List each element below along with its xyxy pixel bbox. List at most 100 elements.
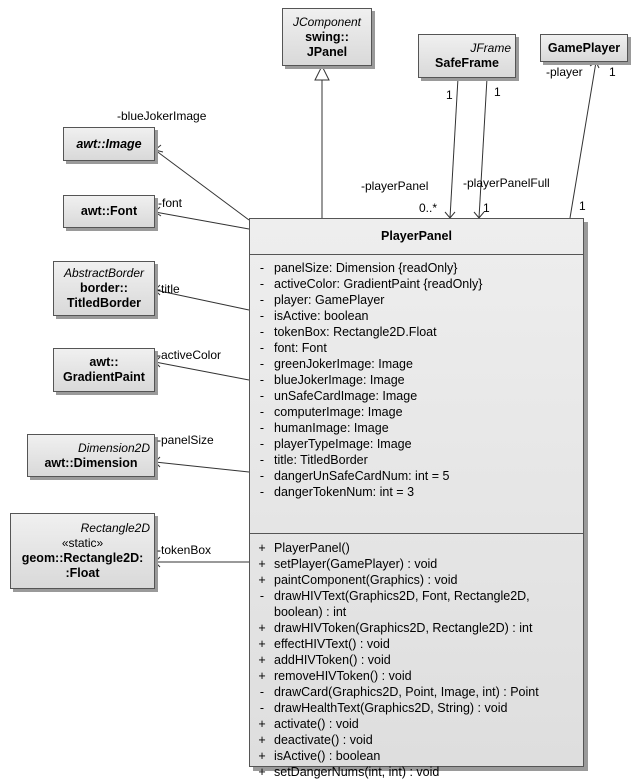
visibility-marker: - bbox=[259, 389, 265, 403]
attribute-row-text: dangerUnSafeCardNum: int = 5 bbox=[274, 469, 450, 483]
operation-row[interactable]: +addHIVToken() : void bbox=[250, 652, 583, 668]
visibility-marker: - bbox=[259, 453, 265, 467]
visibility-marker: + bbox=[258, 637, 266, 651]
class-awt-image[interactable]: awt::Image bbox=[63, 127, 155, 161]
label-tokenbox: -tokenBox bbox=[157, 543, 212, 557]
label-font: -font bbox=[158, 196, 183, 210]
class-name-line1: border:: bbox=[80, 281, 128, 295]
operation-row[interactable]: +effectHIVText() : void bbox=[250, 636, 583, 652]
label-player: -player bbox=[546, 65, 583, 79]
attribute-row-text: isActive: boolean bbox=[274, 309, 369, 323]
class-awt-font[interactable]: awt::Font bbox=[63, 195, 155, 228]
operation-row[interactable]: +removeHIVToken() : void bbox=[250, 668, 583, 684]
attribute-row[interactable]: -greenJokerImage: Image bbox=[250, 356, 583, 372]
stereotype-label: JComponent bbox=[292, 14, 362, 29]
operation-row[interactable]: +setPlayer(GamePlayer) : void bbox=[250, 556, 583, 572]
class-titledborder[interactable]: AbstractBorder border:: TitledBorder bbox=[53, 261, 155, 316]
attribute-row[interactable]: -dangerTokenNum: int = 3 bbox=[250, 484, 583, 500]
stereotype-label: Rectangle2D bbox=[80, 521, 150, 535]
class-jpanel[interactable]: JComponent swing:: JPanel bbox=[282, 8, 372, 66]
class-name-line1: geom::Rectangle2D: bbox=[21, 551, 144, 565]
class-rectangle2d-float[interactable]: Rectangle2D «static» geom::Rectangle2D: … bbox=[10, 513, 155, 589]
attribute-row[interactable]: -activeColor: GradientPaint {readOnly} bbox=[250, 276, 583, 292]
multiplicity-safeframe-1: 1 bbox=[446, 88, 453, 102]
operations-compartment: +PlayerPanel()+setPlayer(GamePlayer) : v… bbox=[250, 534, 583, 780]
visibility-marker: - bbox=[259, 293, 265, 307]
operation-row-text: setPlayer(GamePlayer) : void bbox=[274, 557, 438, 571]
multiplicity-gameplayer-1: 1 bbox=[609, 65, 616, 79]
class-gradientpaint[interactable]: awt:: GradientPaint bbox=[53, 348, 155, 392]
assoc-bluejokerimage-line bbox=[154, 149, 250, 221]
class-name-line2: JPanel bbox=[306, 44, 348, 59]
operation-row[interactable]: + PlayerPanel() bbox=[250, 540, 583, 556]
attribute-row-text: greenJokerImage: Image bbox=[274, 357, 413, 371]
operation-row-text: isActive() : boolean bbox=[274, 749, 381, 763]
attribute-row[interactable]: -panelSize: Dimension {readOnly} bbox=[250, 260, 583, 276]
assoc-activecolor-line bbox=[154, 361, 250, 381]
attribute-row[interactable]: -blueJokerImage: Image bbox=[250, 372, 583, 388]
operation-row[interactable]: +drawHIVToken(Graphics2D, Rectangle2D) :… bbox=[250, 620, 583, 636]
operation-row-text: activate() : void bbox=[274, 717, 359, 731]
operation-row[interactable]: + deactivate() : void bbox=[250, 732, 583, 748]
assoc-playerpanel-line bbox=[449, 77, 459, 219]
visibility-marker: + bbox=[258, 749, 266, 763]
class-safeframe[interactable]: JFrame SafeFrame bbox=[418, 34, 516, 78]
stereotype-label: AbstractBorder bbox=[63, 266, 145, 280]
visibility-marker: - bbox=[259, 309, 265, 323]
operation-row[interactable]: -drawHealthText(Graphics2D, String) : vo… bbox=[250, 700, 583, 716]
visibility-marker: + bbox=[258, 765, 266, 779]
attribute-row[interactable]: -playerTypeImage: Image bbox=[250, 436, 583, 452]
multiplicity-playerpanel-1: 1 bbox=[483, 201, 490, 215]
operation-row[interactable]: + isActive() : boolean bbox=[250, 748, 583, 764]
attribute-row[interactable]: -tokenBox: Rectangle2D.Float bbox=[250, 324, 583, 340]
attribute-row-text: title: TitledBorder bbox=[274, 453, 368, 467]
attribute-row[interactable]: -dangerUnSafeCardNum: int = 5 bbox=[250, 468, 583, 484]
operation-row-text: drawHealthText(Graphics2D, String) : voi… bbox=[274, 701, 508, 715]
label-panelsize: -panelSize bbox=[157, 433, 214, 447]
attribute-row[interactable]: -unSafeCardImage: Image bbox=[250, 388, 583, 404]
class-name-line1: swing:: bbox=[305, 29, 349, 44]
class-name: SafeFrame bbox=[435, 56, 499, 70]
operation-row[interactable]: -drawCard(Graphics2D, Point, Image, int)… bbox=[250, 684, 583, 700]
visibility-marker: + bbox=[258, 541, 266, 555]
class-playerpanel[interactable]: PlayerPanel -panelSize: Dimension {readO… bbox=[249, 218, 584, 779]
attribute-row[interactable]: -title: TitledBorder bbox=[250, 452, 583, 468]
visibility-marker: + bbox=[258, 653, 266, 667]
operation-row[interactable]: +paintComponent(Graphics) : void bbox=[250, 572, 583, 588]
class-name-line1: awt:: bbox=[89, 355, 119, 369]
visibility-marker: + bbox=[258, 717, 266, 731]
label-playerpanelfull: -playerPanelFull bbox=[463, 176, 550, 190]
operation-row[interactable]: +setDangerNums(int, int) : void bbox=[250, 764, 583, 780]
attribute-row[interactable]: -player: GamePlayer bbox=[250, 292, 583, 308]
attribute-row-text: activeColor: GradientPaint {readOnly} bbox=[274, 277, 483, 291]
class-name: awt::Font bbox=[80, 204, 138, 218]
attribute-row-text: dangerTokenNum: int = 3 bbox=[274, 485, 415, 499]
class-gameplayer[interactable]: GamePlayer bbox=[540, 34, 628, 62]
visibility-marker: - bbox=[259, 277, 265, 291]
operation-row-text: deactivate() : void bbox=[274, 733, 373, 747]
visibility-marker: - bbox=[259, 357, 265, 371]
operation-row-text: PlayerPanel() bbox=[274, 541, 350, 555]
operation-row[interactable]: + activate() : void bbox=[250, 716, 583, 732]
operation-row-text: drawHIVToken(Graphics2D, Rectangle2D) : … bbox=[274, 621, 533, 635]
attribute-row[interactable]: -isActive: boolean bbox=[250, 308, 583, 324]
attribute-row-text: blueJokerImage: Image bbox=[274, 373, 405, 387]
visibility-marker: - bbox=[259, 589, 265, 603]
assoc-player-line bbox=[569, 61, 597, 219]
assoc-playerpanelfull-line bbox=[478, 77, 488, 219]
visibility-marker: - bbox=[259, 701, 265, 715]
assoc-font-line bbox=[154, 211, 250, 230]
multiplicity-many: 0..* bbox=[419, 201, 438, 215]
visibility-marker: - bbox=[259, 437, 265, 451]
class-awt-dimension[interactable]: Dimension2D awt::Dimension bbox=[27, 434, 155, 477]
attribute-row[interactable]: -humanImage: Image bbox=[250, 420, 583, 436]
attribute-row[interactable]: -font: Font bbox=[250, 340, 583, 356]
visibility-marker: + bbox=[258, 733, 266, 747]
visibility-marker: - bbox=[259, 261, 265, 275]
visibility-marker: - bbox=[259, 341, 265, 355]
multiplicity-gameplayer-2: 1 bbox=[579, 199, 586, 213]
attribute-row[interactable]: -computerImage: Image bbox=[250, 404, 583, 420]
visibility-marker: - bbox=[259, 485, 265, 499]
operation-row[interactable]: -drawHIVText(Graphics2D, Font, Rectangle… bbox=[250, 588, 583, 620]
